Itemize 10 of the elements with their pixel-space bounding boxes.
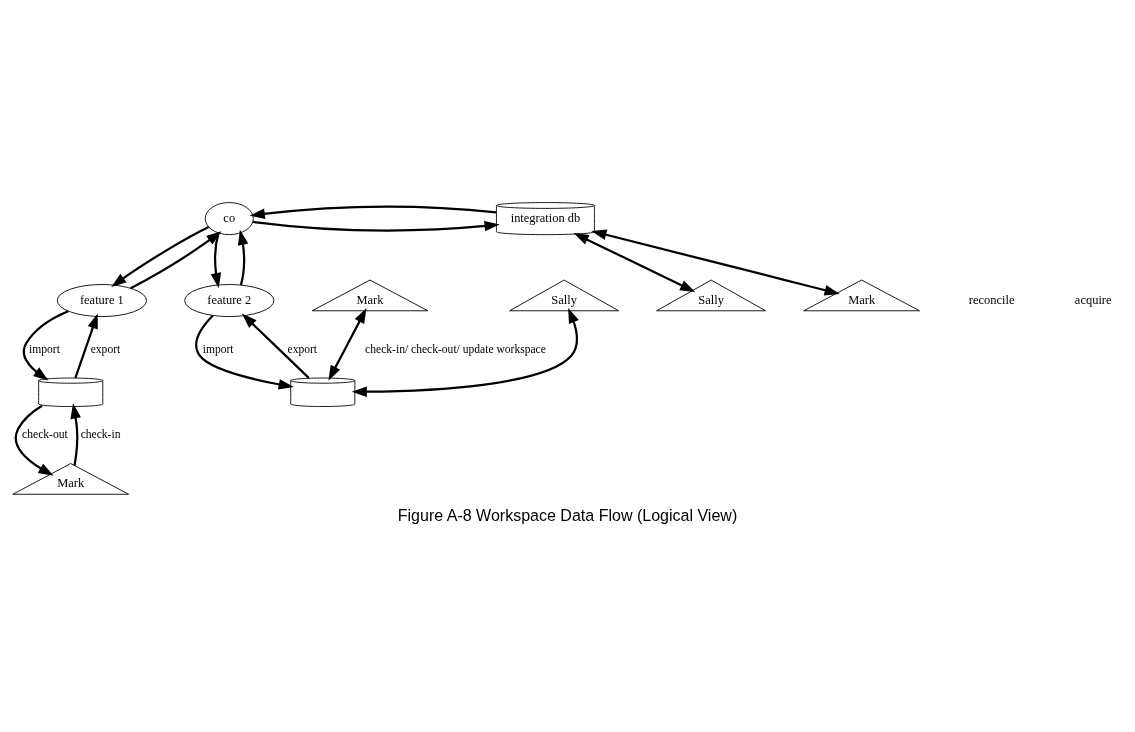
edge-label: check-in/ check-out/ update workspace xyxy=(365,342,546,356)
caption: Figure A-8 Workspace Data Flow (Logical View) xyxy=(397,505,738,524)
edge-label: import xyxy=(29,342,60,356)
edge-label: check-out xyxy=(22,428,68,442)
edge-label: export xyxy=(90,342,121,356)
edge-label: check-in xyxy=(80,428,121,442)
label: acquire xyxy=(1074,292,1112,307)
label: reconcile xyxy=(968,292,1015,307)
edge-label: export xyxy=(287,342,318,356)
edge-label: import xyxy=(202,342,234,356)
